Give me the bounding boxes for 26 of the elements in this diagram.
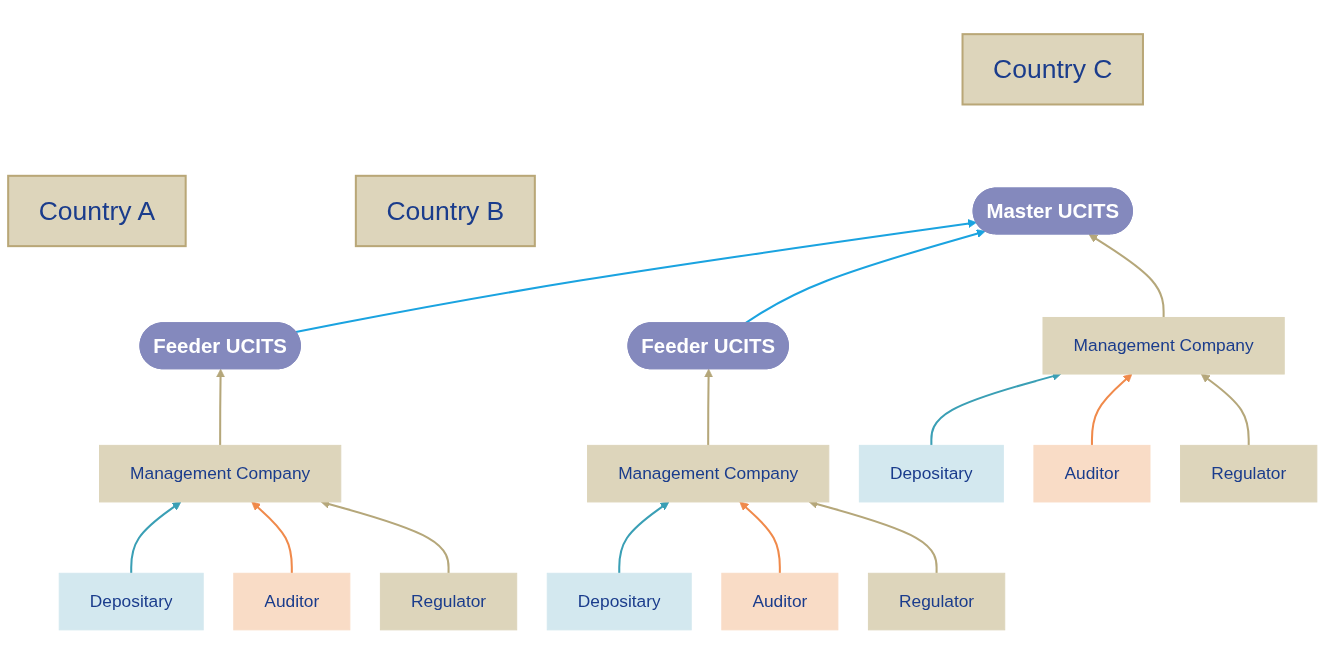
node-box: Regulator [1180, 444, 1318, 502]
arrow [618, 501, 670, 573]
arrow [1200, 373, 1250, 445]
node-box: Country C [961, 32, 1144, 105]
node-box: Depositary [58, 572, 204, 630]
arrow [295, 218, 977, 333]
arrow [744, 228, 986, 324]
arrow [704, 368, 714, 445]
node-box: Regulator [379, 572, 518, 630]
node-box: Management Company [1042, 316, 1285, 375]
node-box: Country B [354, 174, 536, 247]
arrow [1090, 373, 1133, 445]
arrow [1088, 233, 1165, 317]
arrow [216, 368, 226, 445]
node-box: Depositary [858, 444, 1004, 502]
node-box: Management Company [99, 444, 342, 502]
node-box: Depositary [546, 572, 692, 630]
node-box: Auditor [1033, 444, 1151, 502]
arrow [130, 501, 182, 573]
node-box: Auditor [233, 572, 351, 630]
arrow [739, 501, 781, 573]
node-box: Auditor [721, 572, 839, 630]
node-box: Regulator [867, 572, 1006, 630]
node-box: Management Company [587, 444, 830, 502]
node-box: Country A [7, 174, 187, 247]
arrow [251, 501, 293, 573]
